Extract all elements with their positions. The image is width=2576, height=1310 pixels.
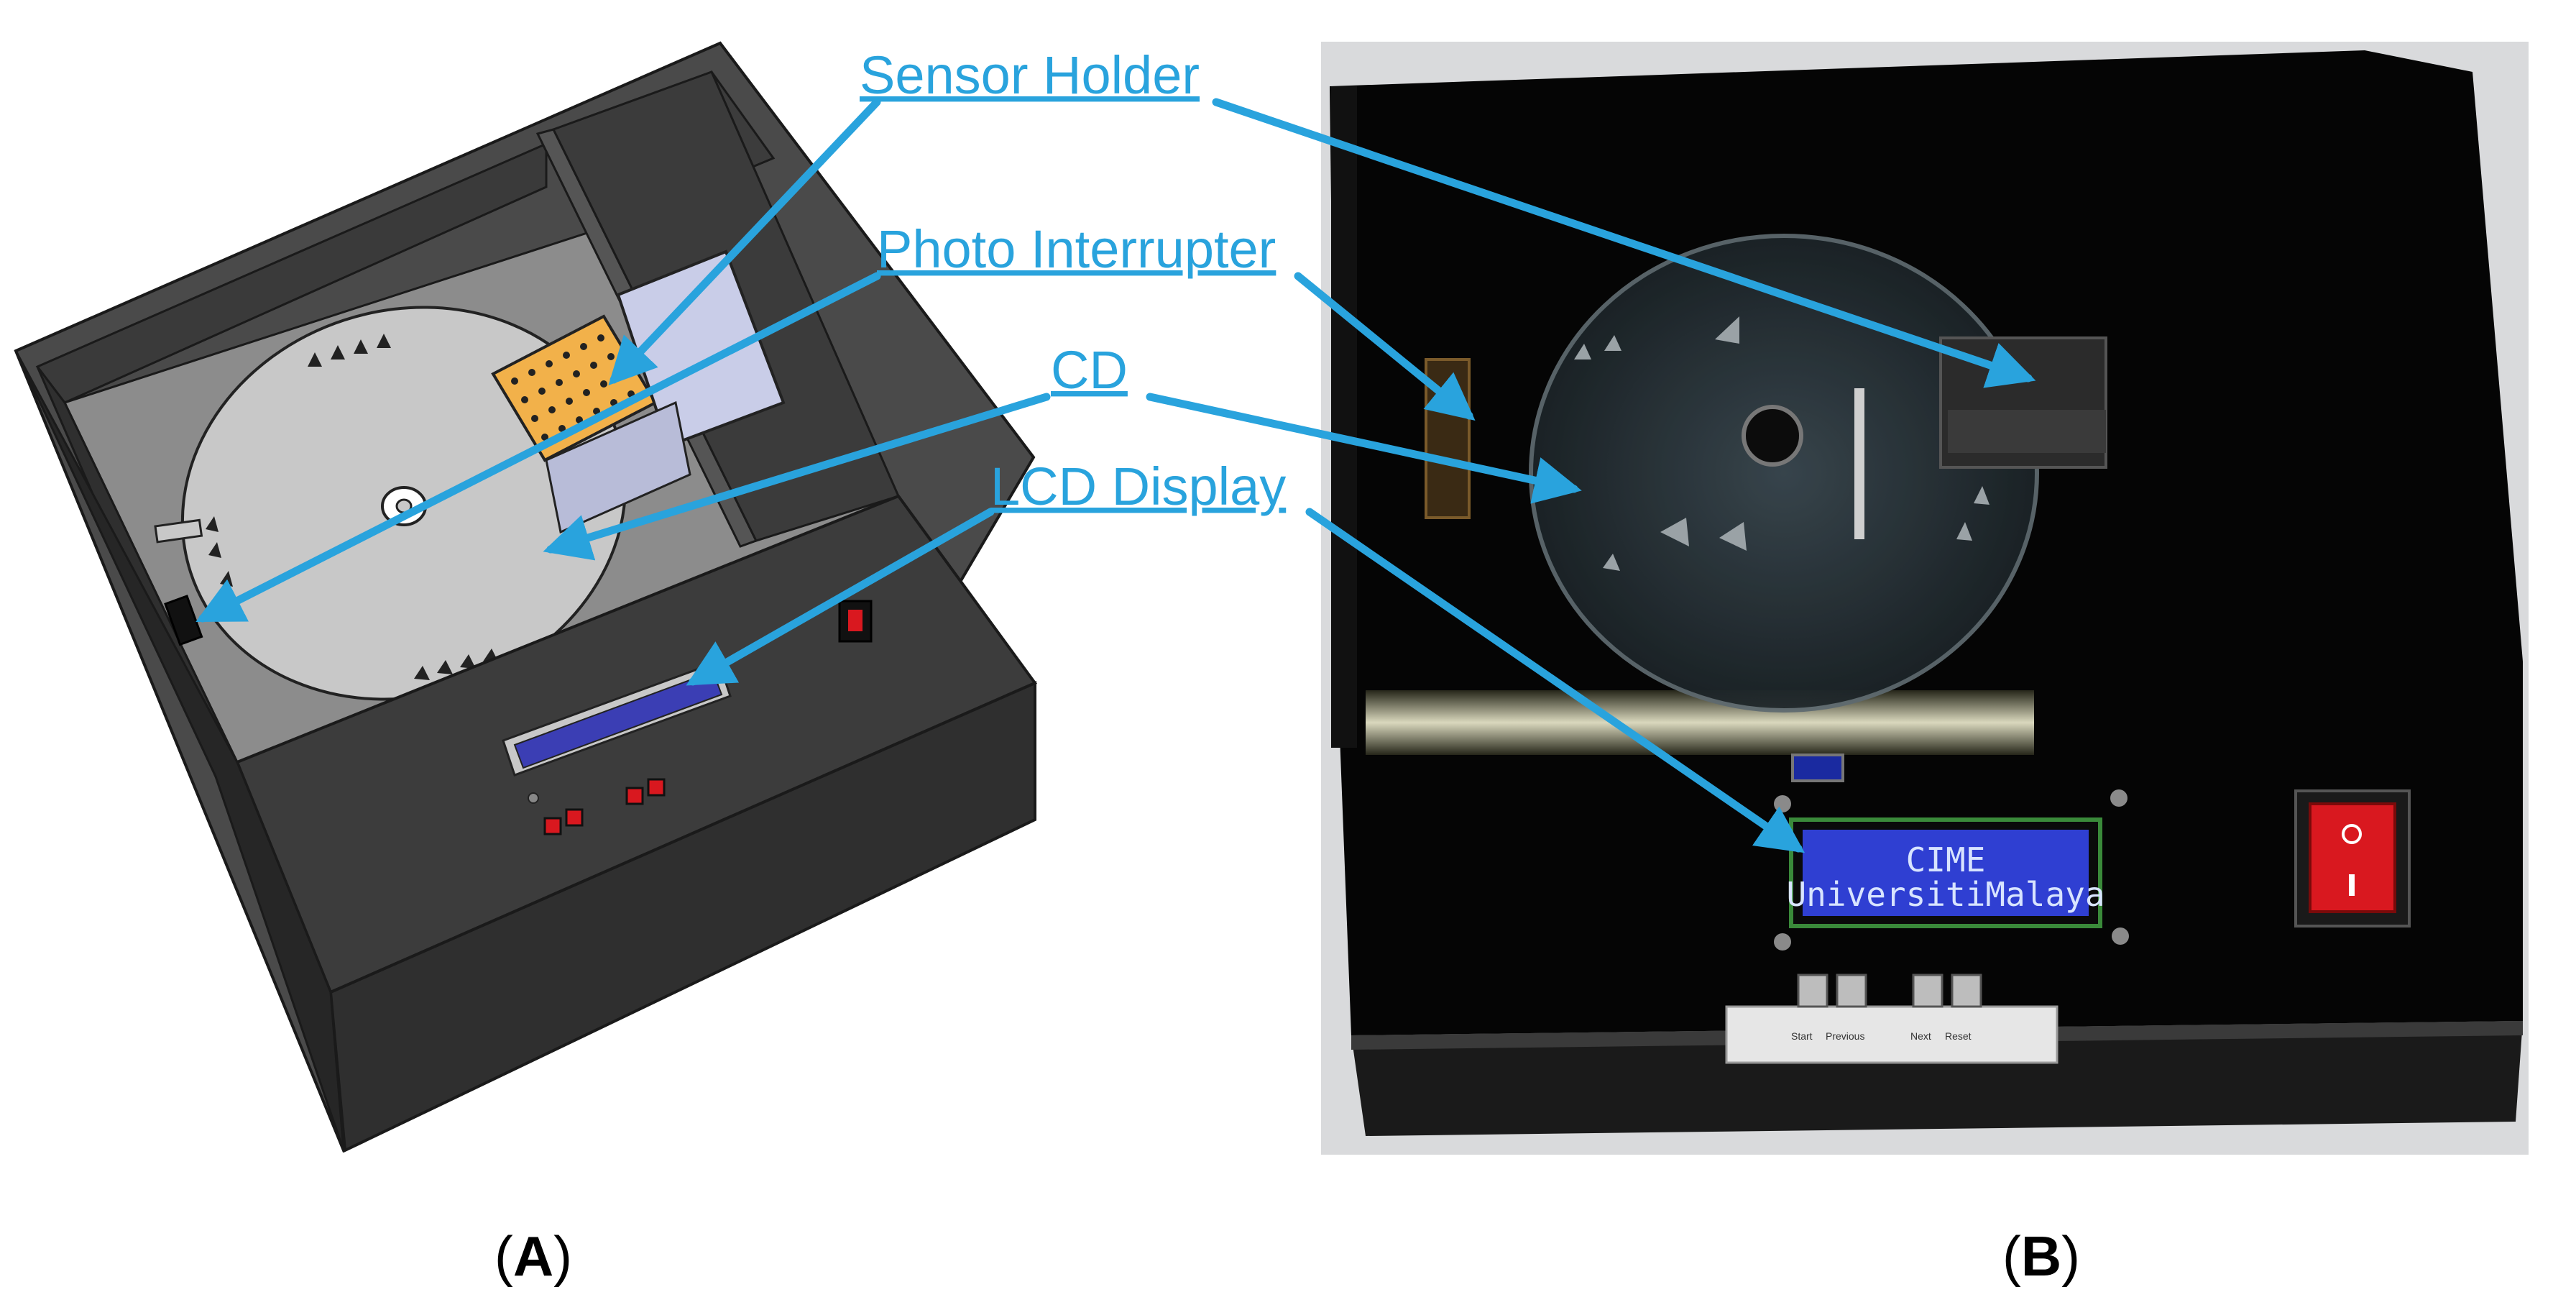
callout-arrows — [196, 98, 2036, 853]
cad-left-face — [14, 350, 345, 1151]
photo-cd-slot — [1854, 388, 1864, 539]
photo-sensor-cable — [1948, 410, 2106, 453]
photo-sample-wells — [1574, 316, 1990, 571]
photo-button-label-strip — [1725, 1005, 2058, 1064]
cad-buttons — [543, 778, 666, 835]
cad-sensor-bracket-lower — [545, 400, 691, 534]
button-label-start: Start — [1791, 1030, 1813, 1042]
arrow-sensor-holder-to-b — [1212, 98, 2036, 388]
callout-photo-interrupter: Photo Interrupter — [877, 219, 1276, 279]
photo-connector — [1791, 754, 1844, 782]
arrow-cd-to-a — [543, 393, 1051, 561]
photo-lcd-screen — [1803, 830, 2089, 916]
cad-cd-tab — [154, 518, 203, 544]
photo-lid-left-edge — [1331, 86, 1357, 748]
photo-buttons — [1797, 974, 1982, 1008]
callout-cd: CD — [1051, 340, 1128, 400]
button-label-next: Next — [1910, 1030, 1931, 1042]
arrow-photo-interrupter-to-a — [196, 272, 881, 623]
photo-light-reflection — [1366, 690, 2034, 755]
panel-a-cad-model — [14, 41, 1038, 1153]
photo-cd-hub — [1742, 405, 1803, 467]
button-label-previous: Previous — [1826, 1030, 1864, 1042]
panel-b-label: (B) — [2002, 1224, 2080, 1288]
cad-photo-interrupter — [164, 595, 203, 646]
cad-power-switch-rocker — [848, 610, 862, 631]
photo-box-front — [1351, 1021, 2523, 1136]
arrow-cd-to-b — [1146, 393, 1582, 504]
arrow-sensor-holder-to-a — [608, 98, 881, 385]
cad-indicator — [528, 792, 539, 804]
lcd-line-2: UniversitiMalaya — [1786, 875, 2104, 914]
arrow-lcd-to-b — [1305, 508, 1806, 853]
power-on-symbol — [2349, 874, 2355, 896]
panel-a-label: (A) — [494, 1224, 572, 1288]
arrow-lcd-to-a — [686, 508, 995, 686]
button-label-reset: Reset — [1945, 1030, 1972, 1042]
callout-lcd-display: LCD Display — [990, 457, 1286, 516]
photo-cd-disk — [1529, 234, 2039, 713]
lcd-line-1: CIME — [1906, 840, 1986, 879]
callout-sensor-holder: Sensor Holder — [860, 45, 1200, 105]
arrow-photo-interrupter-to-b — [1294, 272, 1476, 421]
power-off-symbol — [2342, 824, 2362, 844]
panel-b-letter: B — [2021, 1224, 2061, 1288]
panel-b-photo: CIME UniversitiMalaya Start Previous Nex… — [1321, 42, 2529, 1155]
cad-lcd-screen — [513, 670, 723, 769]
panel-a-letter: A — [513, 1224, 553, 1288]
cad-sensor-bracket — [616, 249, 786, 448]
